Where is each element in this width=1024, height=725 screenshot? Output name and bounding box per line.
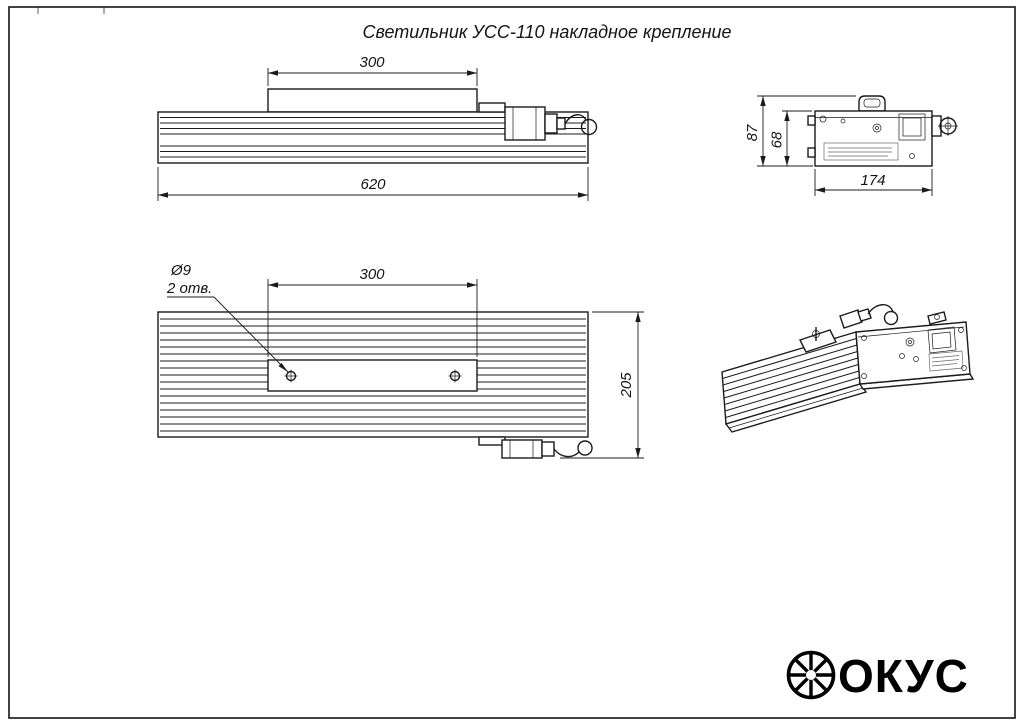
leader-line <box>167 296 289 373</box>
dim-label: 68 <box>769 131 786 148</box>
iso-label-strip <box>928 350 964 372</box>
isometric-view <box>721 304 975 433</box>
hole-left-centerlines <box>284 369 298 383</box>
dim-label: 300 <box>359 54 385 71</box>
gland-step-plan <box>478 436 506 446</box>
gland-nut-plan <box>541 441 555 457</box>
drawing-frame <box>8 6 1016 719</box>
iso-terminal-block <box>927 326 957 354</box>
screw-b <box>840 118 846 124</box>
dim-label: 87 <box>744 124 761 141</box>
left-tab-upper <box>807 115 816 126</box>
screw-d <box>909 153 915 159</box>
iso-diffuser-line <box>728 387 864 429</box>
gland-nut <box>544 113 558 134</box>
end-view: 87 68 174 <box>744 95 958 196</box>
luminaire-body-end <box>814 110 933 167</box>
gland-step <box>478 102 506 113</box>
iso-wire-loop <box>883 310 899 326</box>
side-view: 300 620 <box>157 54 598 201</box>
cable-gland <box>504 106 546 141</box>
iso-bracket <box>799 329 837 353</box>
dimension-width-174: 174 <box>814 169 933 196</box>
iso-bracket-bolt-head <box>812 330 820 338</box>
iso-screw-a-center <box>908 340 912 344</box>
cable-gland-detail <box>512 107 537 140</box>
iso-gland-nut <box>857 308 872 322</box>
wire-plan <box>553 448 580 458</box>
terminal-block <box>898 113 926 141</box>
hole-count-label: 2 отв. <box>166 280 212 297</box>
brand-logo: ОКУС <box>786 650 969 702</box>
dim-label: 174 <box>860 172 885 189</box>
lug-screw-cross <box>938 116 958 136</box>
label-strip <box>823 142 899 161</box>
iso-screw-b <box>899 353 905 359</box>
logo-wordmark: ОКУС <box>838 650 969 702</box>
label-text-lines <box>828 147 892 157</box>
iso-screw-a <box>905 337 915 347</box>
heatsink-fins <box>160 117 586 158</box>
top-bracket-slot <box>863 98 881 108</box>
iso-corner-screw-tr <box>958 327 964 333</box>
focus-lamp-icon <box>786 650 836 700</box>
plan-view: Ø9 2 отв. 300 205 <box>157 262 644 459</box>
drawing-title: Светильник УСС-110 накладное крепление <box>362 22 731 42</box>
hole-right-centerlines <box>448 369 462 383</box>
screw-a <box>819 115 827 123</box>
iso-gland <box>839 309 863 329</box>
dimension-height-68: 68 <box>769 110 812 166</box>
iso-screw-c <box>913 356 919 362</box>
iso-corner-screw-tl <box>861 335 867 341</box>
terminal-block-inner <box>902 117 922 137</box>
dimension-length-620: 620 <box>157 167 589 201</box>
dim-label: 205 <box>618 372 635 399</box>
screw-c-center <box>875 126 879 130</box>
iso-corner-screw-bl <box>861 373 867 379</box>
mounting-plate <box>267 359 478 392</box>
cable-gland-plan-detail <box>509 440 534 458</box>
leader-arrow <box>278 362 288 372</box>
top-bracket <box>858 95 886 112</box>
hole-note: Ø9 2 отв. <box>166 262 289 373</box>
wire <box>564 114 587 125</box>
gland-tip <box>556 117 566 130</box>
screw-c <box>872 123 882 133</box>
dimension-depth-205: 205 <box>560 311 644 459</box>
frame-format-ticks <box>37 7 105 14</box>
iso-far-clamp <box>927 311 947 325</box>
iso-cap-edge <box>857 326 965 338</box>
hole-diameter-label: Ø9 <box>170 262 192 279</box>
dim-label: 300 <box>359 266 385 283</box>
dimension-plate-300: 300 <box>267 266 478 357</box>
iso-end-cap <box>855 321 971 385</box>
iso-label-lines <box>931 355 960 367</box>
iso-terminal-inner <box>931 331 952 350</box>
iso-fins <box>722 338 860 418</box>
left-tab-lower <box>807 147 816 158</box>
mounting-bracket <box>267 88 478 113</box>
wire-loop-plan <box>577 440 593 456</box>
wire-loop <box>580 118 598 136</box>
dimension-bracket-300: 300 <box>267 54 478 86</box>
cable-gland-plan <box>501 439 543 459</box>
iso-far-clamp-screw <box>934 314 940 320</box>
iso-wire <box>867 304 894 315</box>
dimension-height-87: 87 <box>744 95 856 167</box>
dim-label: 620 <box>360 176 386 193</box>
